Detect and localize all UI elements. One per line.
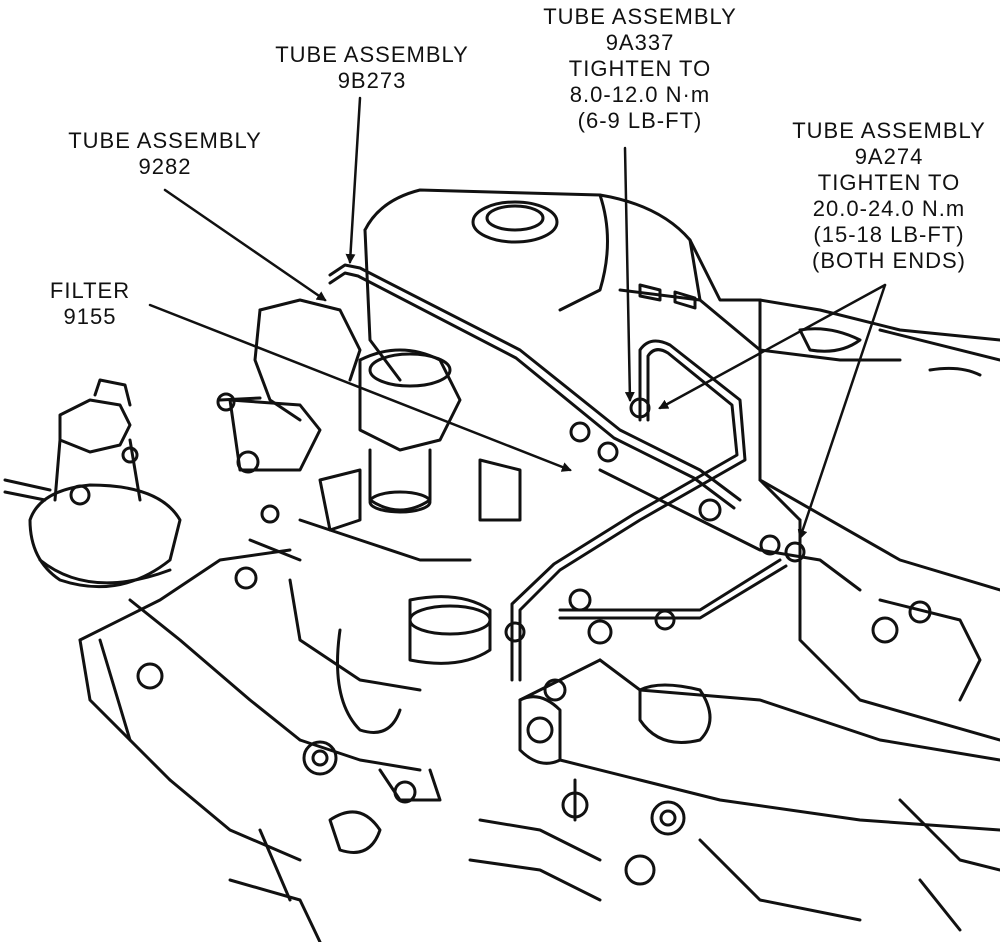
torque-imperial: (6-9 LB-FT): [577, 108, 703, 133]
label-tube-9282: TUBE ASSEMBLY 9282: [55, 128, 275, 180]
torque-instruction: TIGHTEN TO: [568, 56, 712, 81]
manifold-and-pump: [216, 298, 522, 734]
part-number: 9155: [63, 304, 117, 329]
label-filter-9155: FILTER 9155: [35, 278, 145, 330]
fuel-tubes: [328, 263, 862, 702]
label-text: FILTER: [49, 278, 131, 303]
arrow-9a274-a: [658, 283, 887, 410]
label-text: TUBE ASSEMBLY: [792, 118, 986, 143]
label-text: TUBE ASSEMBLY: [543, 4, 737, 29]
part-number: 9A274: [854, 144, 924, 169]
label-tube-9a274: TUBE ASSEMBLY 9A274 TIGHTEN TO 20.0-24.0…: [778, 118, 1000, 274]
part-number: 9282: [138, 154, 192, 179]
leader-arrows: [148, 96, 887, 540]
label-tube-9a337: TUBE ASSEMBLY 9A337 TIGHTEN TO 8.0-12.0 …: [530, 4, 750, 134]
arrow-9b273: [345, 96, 362, 264]
arrow-filter: [148, 303, 572, 472]
lower-housing: [78, 548, 602, 942]
torque-imperial: (15-18 LB-FT): [813, 222, 965, 247]
torque-metric: 20.0-24.0 N.m: [812, 196, 966, 221]
part-number: 9A337: [605, 30, 675, 55]
label-text: TUBE ASSEMBLY: [68, 128, 262, 153]
arrow-9a274-b: [797, 283, 887, 540]
torque-instruction: TIGHTEN TO: [817, 170, 961, 195]
arrow-9282: [163, 188, 327, 302]
label-tube-9b273: TUBE ASSEMBLY 9B273: [262, 42, 482, 94]
part-number: 9B273: [337, 68, 407, 93]
vacuum-canister: [3, 378, 182, 589]
torque-metric: 8.0-12.0 N·m: [569, 82, 711, 107]
arrow-9a337: [623, 146, 635, 402]
torque-note: (BOTH ENDS): [812, 248, 966, 273]
label-text: TUBE ASSEMBLY: [275, 42, 469, 67]
